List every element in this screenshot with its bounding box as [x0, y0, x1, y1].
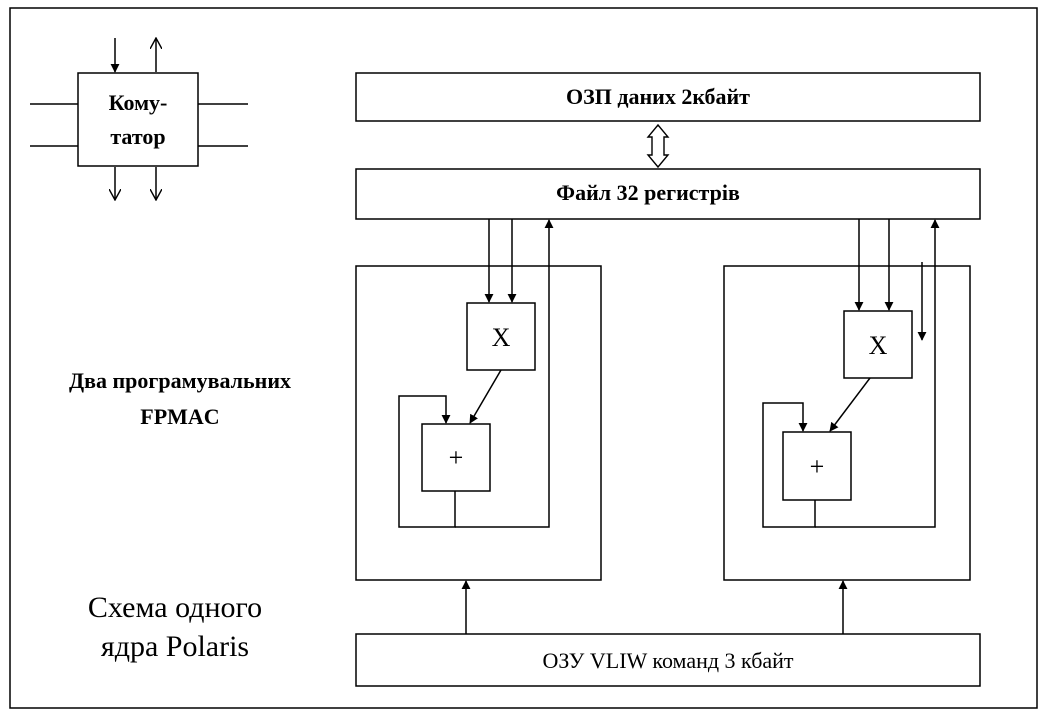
fpmac-1-adder [421, 423, 491, 492]
fpmac-caption-line1: Два програмувальних [69, 368, 291, 393]
fpmac-2-adder [782, 431, 852, 501]
switch-box [77, 72, 199, 167]
ram-regfile-bidirectional-arrow [646, 123, 670, 169]
switch-label-line2: татор [110, 124, 165, 149]
instruction-ram-box [355, 633, 981, 687]
fpmac-2-writeback [815, 219, 940, 528]
caption-line2: ядра Polaris [101, 630, 249, 663]
fpmac-1-writeback [455, 219, 554, 528]
register-file-label: Файл 32 регистрів [556, 180, 740, 205]
switch-label-line1: Кому- [109, 90, 168, 115]
fpmac-2-multiplier [843, 310, 913, 379]
fpmac-2-mult-to-add [829, 377, 871, 432]
caption-line1: Схема одного [88, 591, 262, 624]
fpmac-1-multiplier-label: X [492, 323, 511, 352]
fpmac-unit-1: X + [355, 219, 602, 581]
register-file-block: Файл 32 регистрів [355, 168, 981, 220]
fpmac-2-feedback-loop [762, 402, 816, 528]
data-ram-box [355, 72, 981, 122]
fpmac-2-multiplier-label: X [869, 331, 888, 360]
fpmac-unit-2: X + [723, 219, 971, 581]
register-file-box [355, 168, 981, 220]
data-ram-label: ОЗП даних 2кбайт [566, 84, 750, 109]
fpmac-1-multiplier [466, 302, 536, 371]
outer-frame [9, 7, 1038, 709]
instruction-ram-block: ОЗУ VLIW команд 3 кбайт [355, 580, 981, 687]
instruction-ram-label: ОЗУ VLIW команд 3 кбайт [542, 648, 793, 673]
fpmac-caption-line2: FPMAC [140, 404, 219, 429]
fpmac-2-adder-label: + [810, 452, 825, 481]
data-ram-block: ОЗП даних 2кбайт [355, 72, 981, 122]
fpmac-1-feedback-loop [398, 395, 456, 528]
fpmac-1-mult-to-add [469, 369, 502, 424]
fpmac-1-adder-label: + [449, 443, 464, 472]
switch-block: Кому- татор [30, 38, 248, 200]
